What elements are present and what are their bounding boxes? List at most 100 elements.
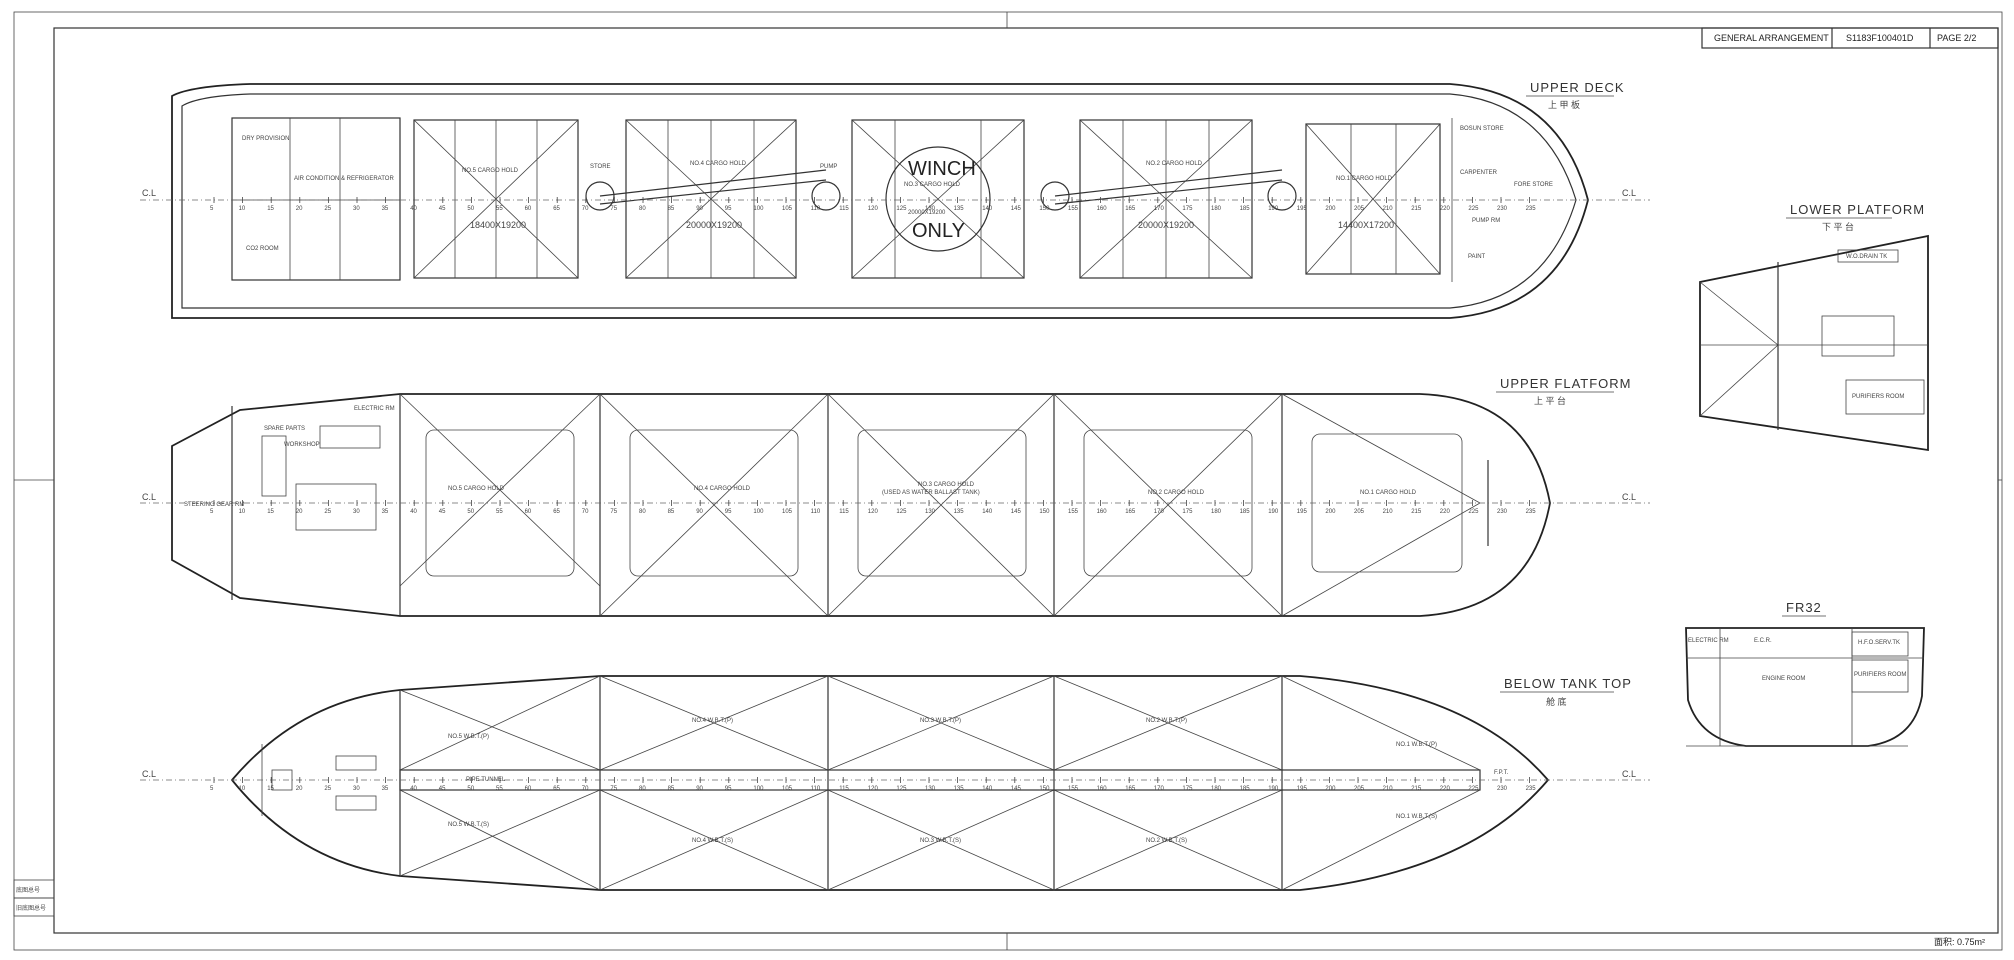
frame-number: 160 (1097, 206, 1108, 212)
frame-number: 55 (496, 509, 503, 515)
frame-number: 70 (582, 786, 589, 792)
frame-number: 165 (1125, 206, 1136, 212)
upper-platform-view: NO.5 CARGO HOLD NO.4 CARGO HOLD NO.3 CAR… (140, 376, 1650, 617)
frame-number: 85 (668, 509, 675, 515)
frame-number: 100 (753, 509, 764, 515)
below-tank-top-view: NO.5 W.B.T.(P) NO.4 W.B.T.(P) NO.3 W.B.T… (140, 675, 1650, 891)
fr32-section-view: ELECTRIC RM E.C.R. ENGINE ROOM PURIFIERS… (1685, 600, 1925, 747)
btt-tank-5s: NO.5 W.B.T.(S) (448, 822, 489, 828)
fr32-hfo-serv: H.F.O.SERV.TK (1858, 640, 1900, 646)
frame-number: 80 (639, 509, 646, 515)
frame-number: 185 (1240, 786, 1251, 792)
room-bosun-store: BOSUN STORE (1460, 126, 1504, 132)
frame-number: 215 (1411, 786, 1422, 792)
frame-number: 10 (239, 509, 246, 515)
btt-tank-3s: NO.3 W.B.T.(S) (920, 838, 961, 844)
below-tank-top-subtitle: 舱 底 (1546, 696, 1567, 707)
frame-number: 105 (782, 786, 793, 792)
frame-number: 150 (1039, 509, 1050, 515)
scale-note: 面积: 0.75m² (1934, 936, 1985, 947)
frame-number: 75 (610, 206, 617, 212)
frame-number: 175 (1182, 206, 1193, 212)
lp-purifiers-room: PURIFIERS ROOM (1852, 394, 1904, 400)
frame-number: 170 (1154, 509, 1165, 515)
frame-number: 150 (1039, 786, 1050, 792)
stamp-1: 底图总号 (16, 886, 40, 894)
frame-number: 135 (954, 509, 965, 515)
frame-number: 45 (439, 786, 446, 792)
up-hold-1: NO.1 CARGO HOLD (1360, 490, 1417, 496)
frame-number: 65 (553, 786, 560, 792)
frame-number: 210 (1383, 786, 1394, 792)
hold-1-name: NO.1 CARGO HOLD (1336, 176, 1393, 182)
frame-number: 150 (1039, 206, 1050, 212)
frame-number: 120 (868, 206, 879, 212)
frame-number: 100 (753, 786, 764, 792)
hold-4-size: 20000X19200 (686, 220, 742, 230)
frame-number: 25 (324, 206, 331, 212)
upper-deck-cl-label: C.L (142, 188, 156, 198)
frame-number: 230 (1497, 509, 1508, 515)
room-paint: PAINT (1468, 254, 1486, 260)
frame-number: 40 (410, 509, 417, 515)
frame-number: 155 (1068, 786, 1079, 792)
up-hold-2: NO.2 CARGO HOLD (1148, 490, 1205, 496)
frame-number: 95 (725, 206, 732, 212)
frame-number: 45 (439, 206, 446, 212)
frame-number: 185 (1240, 206, 1251, 212)
frame-number: 85 (668, 786, 675, 792)
frame-number: 5 (210, 786, 214, 792)
frame-number: 210 (1383, 509, 1394, 515)
frame-number: 70 (582, 206, 589, 212)
lower-platform-subtitle: 下 平 台 (1822, 221, 1854, 232)
frame-number: 30 (353, 509, 360, 515)
up-hold-5: NO.5 CARGO HOLD (448, 486, 505, 492)
frame-number: 175 (1182, 786, 1193, 792)
up-holds (399, 393, 1489, 617)
frame-number: 80 (639, 206, 646, 212)
frame-number: 25 (324, 786, 331, 792)
frame-number: 215 (1411, 509, 1422, 515)
frame-number: 30 (353, 206, 360, 212)
btt-tank-3p: NO.3 W.B.T.(P) (920, 718, 961, 724)
frame-number: 110 (811, 509, 821, 515)
upper-deck-title: UPPER DECK (1530, 80, 1625, 95)
frame-number: 220 (1440, 206, 1451, 212)
fr32-title: FR32 (1786, 600, 1822, 615)
frame-number: 165 (1125, 786, 1136, 792)
frame-number: 50 (467, 206, 474, 212)
frame-number: 200 (1325, 786, 1336, 792)
frame-number: 195 (1297, 786, 1308, 792)
up-cl-label: C.L (142, 492, 156, 502)
hold-2-size: 20000X19200 (1138, 220, 1194, 230)
frame-number: 125 (896, 786, 907, 792)
hatch-3: WINCH ONLY NO.3 CARGO HOLD 20000X19200 (851, 119, 1025, 279)
btt-tank-5p: NO.5 W.B.T.(P) (448, 734, 489, 740)
hatch-1: NO.1 CARGO HOLD 14400X17200 (1305, 123, 1441, 275)
frame-number: 180 (1211, 786, 1222, 792)
fr32-electric-rm: ELECTRIC RM (1688, 638, 1729, 644)
frame-number: 190 (1268, 509, 1279, 515)
frame-number: 45 (439, 509, 446, 515)
lp-wo-drain: W.O.DRAIN TK (1846, 254, 1887, 260)
frame-number: 220 (1440, 509, 1451, 515)
frame-number: 115 (839, 206, 849, 212)
frame-number: 35 (382, 786, 389, 792)
frame-number: 155 (1068, 206, 1079, 212)
btt-tank-4p: NO.4 W.B.T.(P) (692, 718, 733, 724)
frame-number: 215 (1411, 206, 1422, 212)
frame-number: 40 (410, 206, 417, 212)
drawing-title: GENERAL ARRANGEMENT (1714, 33, 1829, 43)
frame-number: 225 (1468, 509, 1479, 515)
up-spare-parts: SPARE PARTS (264, 426, 305, 432)
up-hold-3: NO.3 CARGO HOLD (918, 482, 975, 488)
frame-number: 40 (410, 786, 417, 792)
btt-fpt: F.P.T. (1494, 770, 1509, 776)
frame-number: 90 (696, 509, 703, 515)
btt-tank-2s: NO.2 W.B.T.(S) (1146, 838, 1187, 844)
room-fore-store: FORE STORE (1514, 182, 1553, 188)
